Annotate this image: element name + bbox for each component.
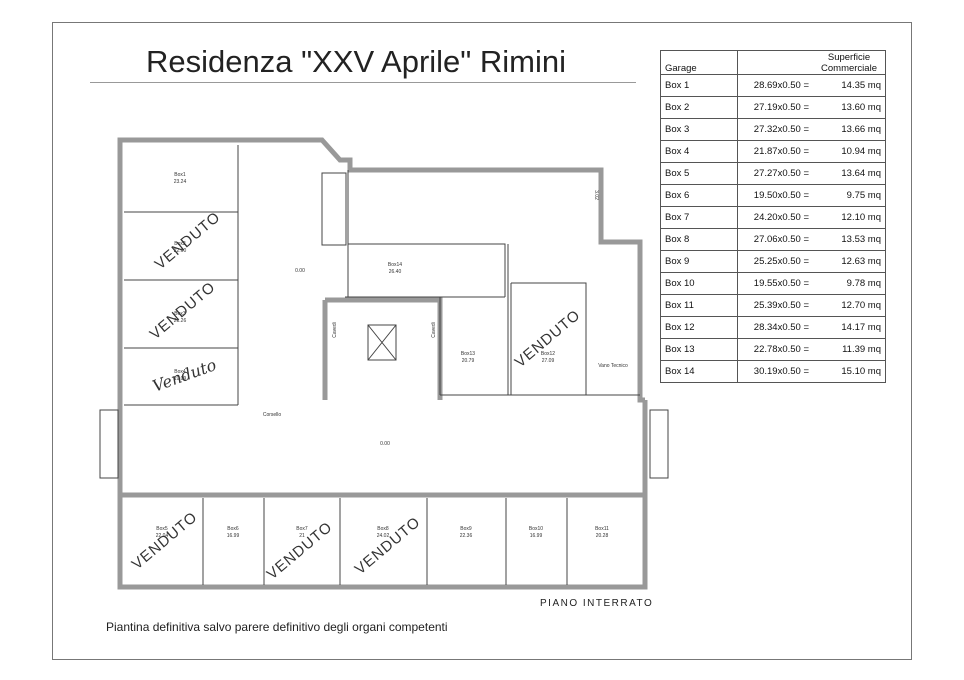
box2-area: 22.60 bbox=[174, 248, 187, 254]
box13-label: Box13 bbox=[461, 351, 475, 357]
sold-handwritten: Venduto bbox=[150, 355, 219, 396]
box1-label: Box1 bbox=[174, 172, 186, 178]
box4-label: Box4 bbox=[174, 369, 186, 375]
sold-stamp: VENDUTO bbox=[129, 509, 201, 573]
box7-label: Box7 bbox=[296, 526, 308, 532]
sold-stamp: VENDUTO bbox=[352, 514, 424, 578]
tech-room-label: Vano Tecnico bbox=[598, 363, 628, 369]
plan-caption: Piantina definitiva salvo parere definit… bbox=[106, 620, 448, 634]
box14-label: Box14 bbox=[388, 262, 402, 268]
page-title: Residenza "XXV Aprile" Rimini bbox=[146, 44, 567, 79]
box10-area: 16.99 bbox=[530, 533, 543, 539]
box2-label: Box2 bbox=[174, 241, 186, 247]
box6-area: 16.99 bbox=[227, 533, 240, 539]
box1-area: 23.24 bbox=[174, 179, 187, 185]
box12-area: 27.09 bbox=[542, 358, 555, 364]
commercial-area: 15.10 mq bbox=[813, 360, 886, 383]
cavedi-label: Cavedi bbox=[431, 322, 437, 338]
box13-area: 20.79 bbox=[462, 358, 475, 364]
header-area: Superficie Commerciale bbox=[813, 50, 886, 75]
page-frame bbox=[52, 22, 912, 660]
box11-area: 20.28 bbox=[596, 533, 609, 539]
box5-area: 22.04 bbox=[156, 533, 169, 539]
box8-label: Box8 bbox=[377, 526, 389, 532]
box7-area: 21 bbox=[299, 533, 305, 539]
level-mark: 0.00 bbox=[380, 441, 390, 447]
sold-stamp: VENDUTO bbox=[147, 279, 219, 343]
plan-walls bbox=[117, 137, 648, 590]
box6-label: Box6 bbox=[227, 526, 239, 532]
box3-label: Box3 bbox=[174, 311, 186, 317]
box3-area: 21.26 bbox=[174, 318, 187, 324]
cavedi-label: Cavedi bbox=[332, 322, 338, 338]
sold-stamp: VENDUTO bbox=[152, 209, 224, 273]
plan-level-title: Piano Interrato bbox=[540, 598, 654, 609]
box9-area: 22.36 bbox=[460, 533, 473, 539]
table-header-row: Garage Superficie Commerciale bbox=[660, 50, 886, 75]
box11-label: Box11 bbox=[595, 526, 609, 532]
corridor-label: Corsello bbox=[263, 412, 282, 418]
garage-name: Box 14 bbox=[660, 360, 738, 383]
dimension-label: 3.02 bbox=[593, 190, 599, 200]
box10-label: Box10 bbox=[529, 526, 543, 532]
title-divider bbox=[90, 82, 636, 83]
plan-partitions bbox=[99, 145, 669, 585]
box4-area: 19.09 bbox=[174, 376, 187, 382]
box14-area: 26.40 bbox=[389, 269, 402, 275]
box12-label: Box12 bbox=[541, 351, 555, 357]
box9-label: Box9 bbox=[460, 526, 472, 532]
box5-label: Box5 bbox=[156, 526, 168, 532]
box8-area: 24.02 bbox=[377, 533, 390, 539]
area-calculation: 30.19x0.50 = bbox=[737, 360, 813, 383]
level-mark: 0.00 bbox=[295, 268, 305, 274]
